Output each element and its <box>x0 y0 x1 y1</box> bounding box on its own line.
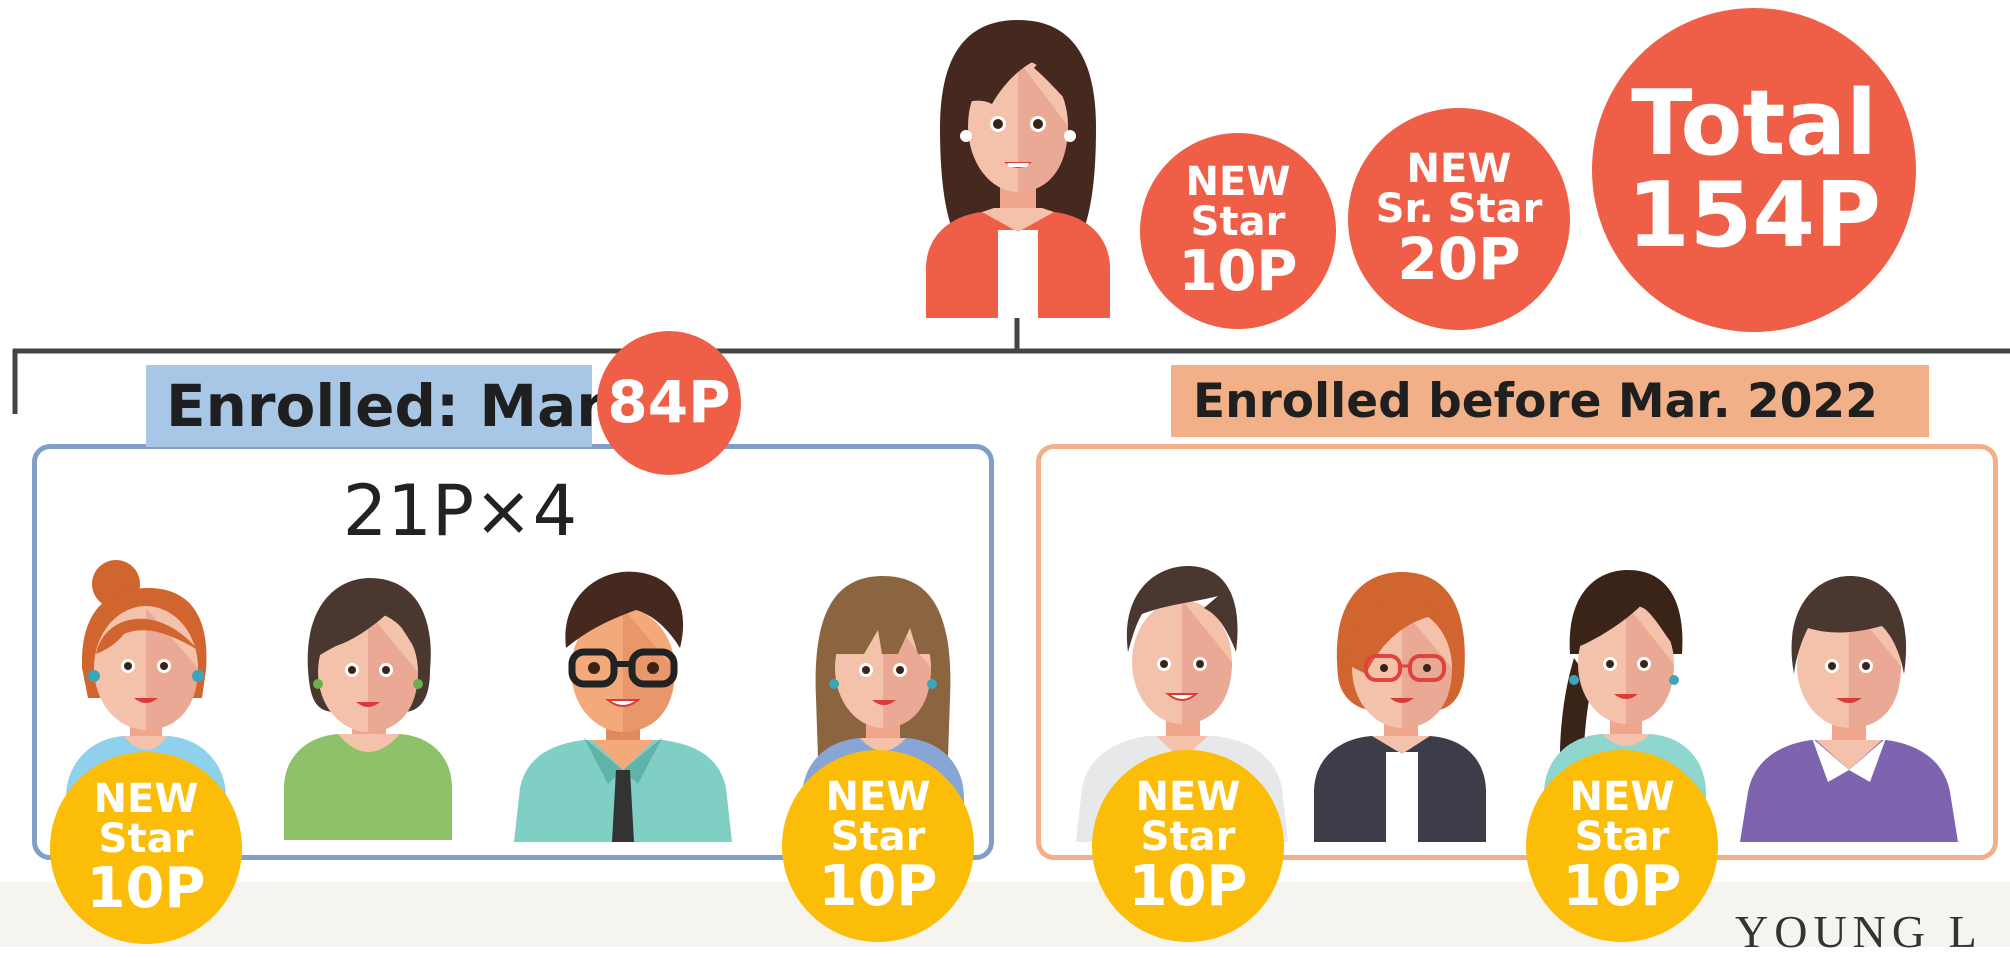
left-group-points-badge: 84P <box>597 331 741 475</box>
member-avatar-8 <box>1740 576 1958 842</box>
sponsor-avatar <box>926 20 1110 318</box>
new-star-badge: NEW Star 10P <box>1140 133 1336 329</box>
enrolled-mar-label: Enrolled: Mar <box>146 365 605 447</box>
member-new-star-badge: NEW Star 10P <box>782 750 974 942</box>
member-new-star-badge: NEW Star 10P <box>50 752 242 944</box>
member-new-star-badge: NEW Star 10P <box>1526 750 1718 942</box>
enrolled-before-label: Enrolled before Mar. 2022 <box>1171 365 1929 437</box>
member-avatar-3 <box>514 571 732 842</box>
points-calculation: 21P×4 <box>342 470 578 552</box>
member-new-star-badge: NEW Star 10P <box>1092 750 1284 942</box>
total-points-badge: Total 154P <box>1592 8 1916 332</box>
new-sr-star-badge: NEW Sr. Star 20P <box>1348 108 1570 330</box>
member-avatar-2 <box>284 578 452 840</box>
member-avatar-6 <box>1314 572 1486 842</box>
